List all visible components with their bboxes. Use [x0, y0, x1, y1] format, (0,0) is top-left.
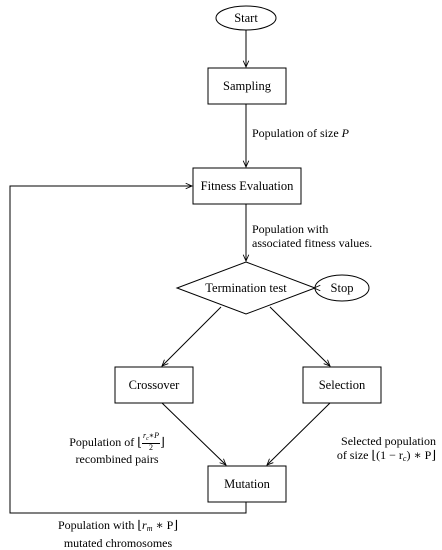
termination-test-node	[175, 261, 317, 315]
edge-termination-selection	[269, 306, 330, 366]
sampling-label: Sampling	[223, 79, 271, 93]
mutation-node	[207, 465, 287, 503]
crossover-label: Crossover	[128, 378, 180, 392]
selection-node	[302, 366, 382, 404]
crossover-node	[114, 366, 194, 404]
mutation-label: Mutation	[224, 477, 270, 491]
edge-label-fitness-termination: Population with associated fitness value…	[252, 222, 373, 250]
edge-mutation-fitness-loop	[9, 186, 247, 514]
edge-label-selection-mutation: Selected population of size ⌊(1 − rc) ∗ …	[336, 434, 436, 463]
edge-crossover-mutation	[161, 402, 226, 465]
edge-label-sampling-fitness: Population of size P	[252, 126, 349, 140]
edge-selection-mutation	[267, 402, 331, 465]
edge-label-mutation-fitness: Population with ⌊rm ∗ P⌋ mutated chromos…	[57, 518, 178, 550]
start-label: Start	[234, 11, 258, 25]
sampling-node	[207, 67, 287, 105]
stop-label: Stop	[330, 281, 354, 295]
fitness-evaluation-node	[192, 167, 302, 205]
termination-test-label: Termination test	[205, 281, 287, 295]
edge-termination-crossover	[162, 306, 222, 366]
fitness-evaluation-label: Fitness Evaluation	[200, 179, 294, 193]
selection-label: Selection	[318, 378, 366, 392]
